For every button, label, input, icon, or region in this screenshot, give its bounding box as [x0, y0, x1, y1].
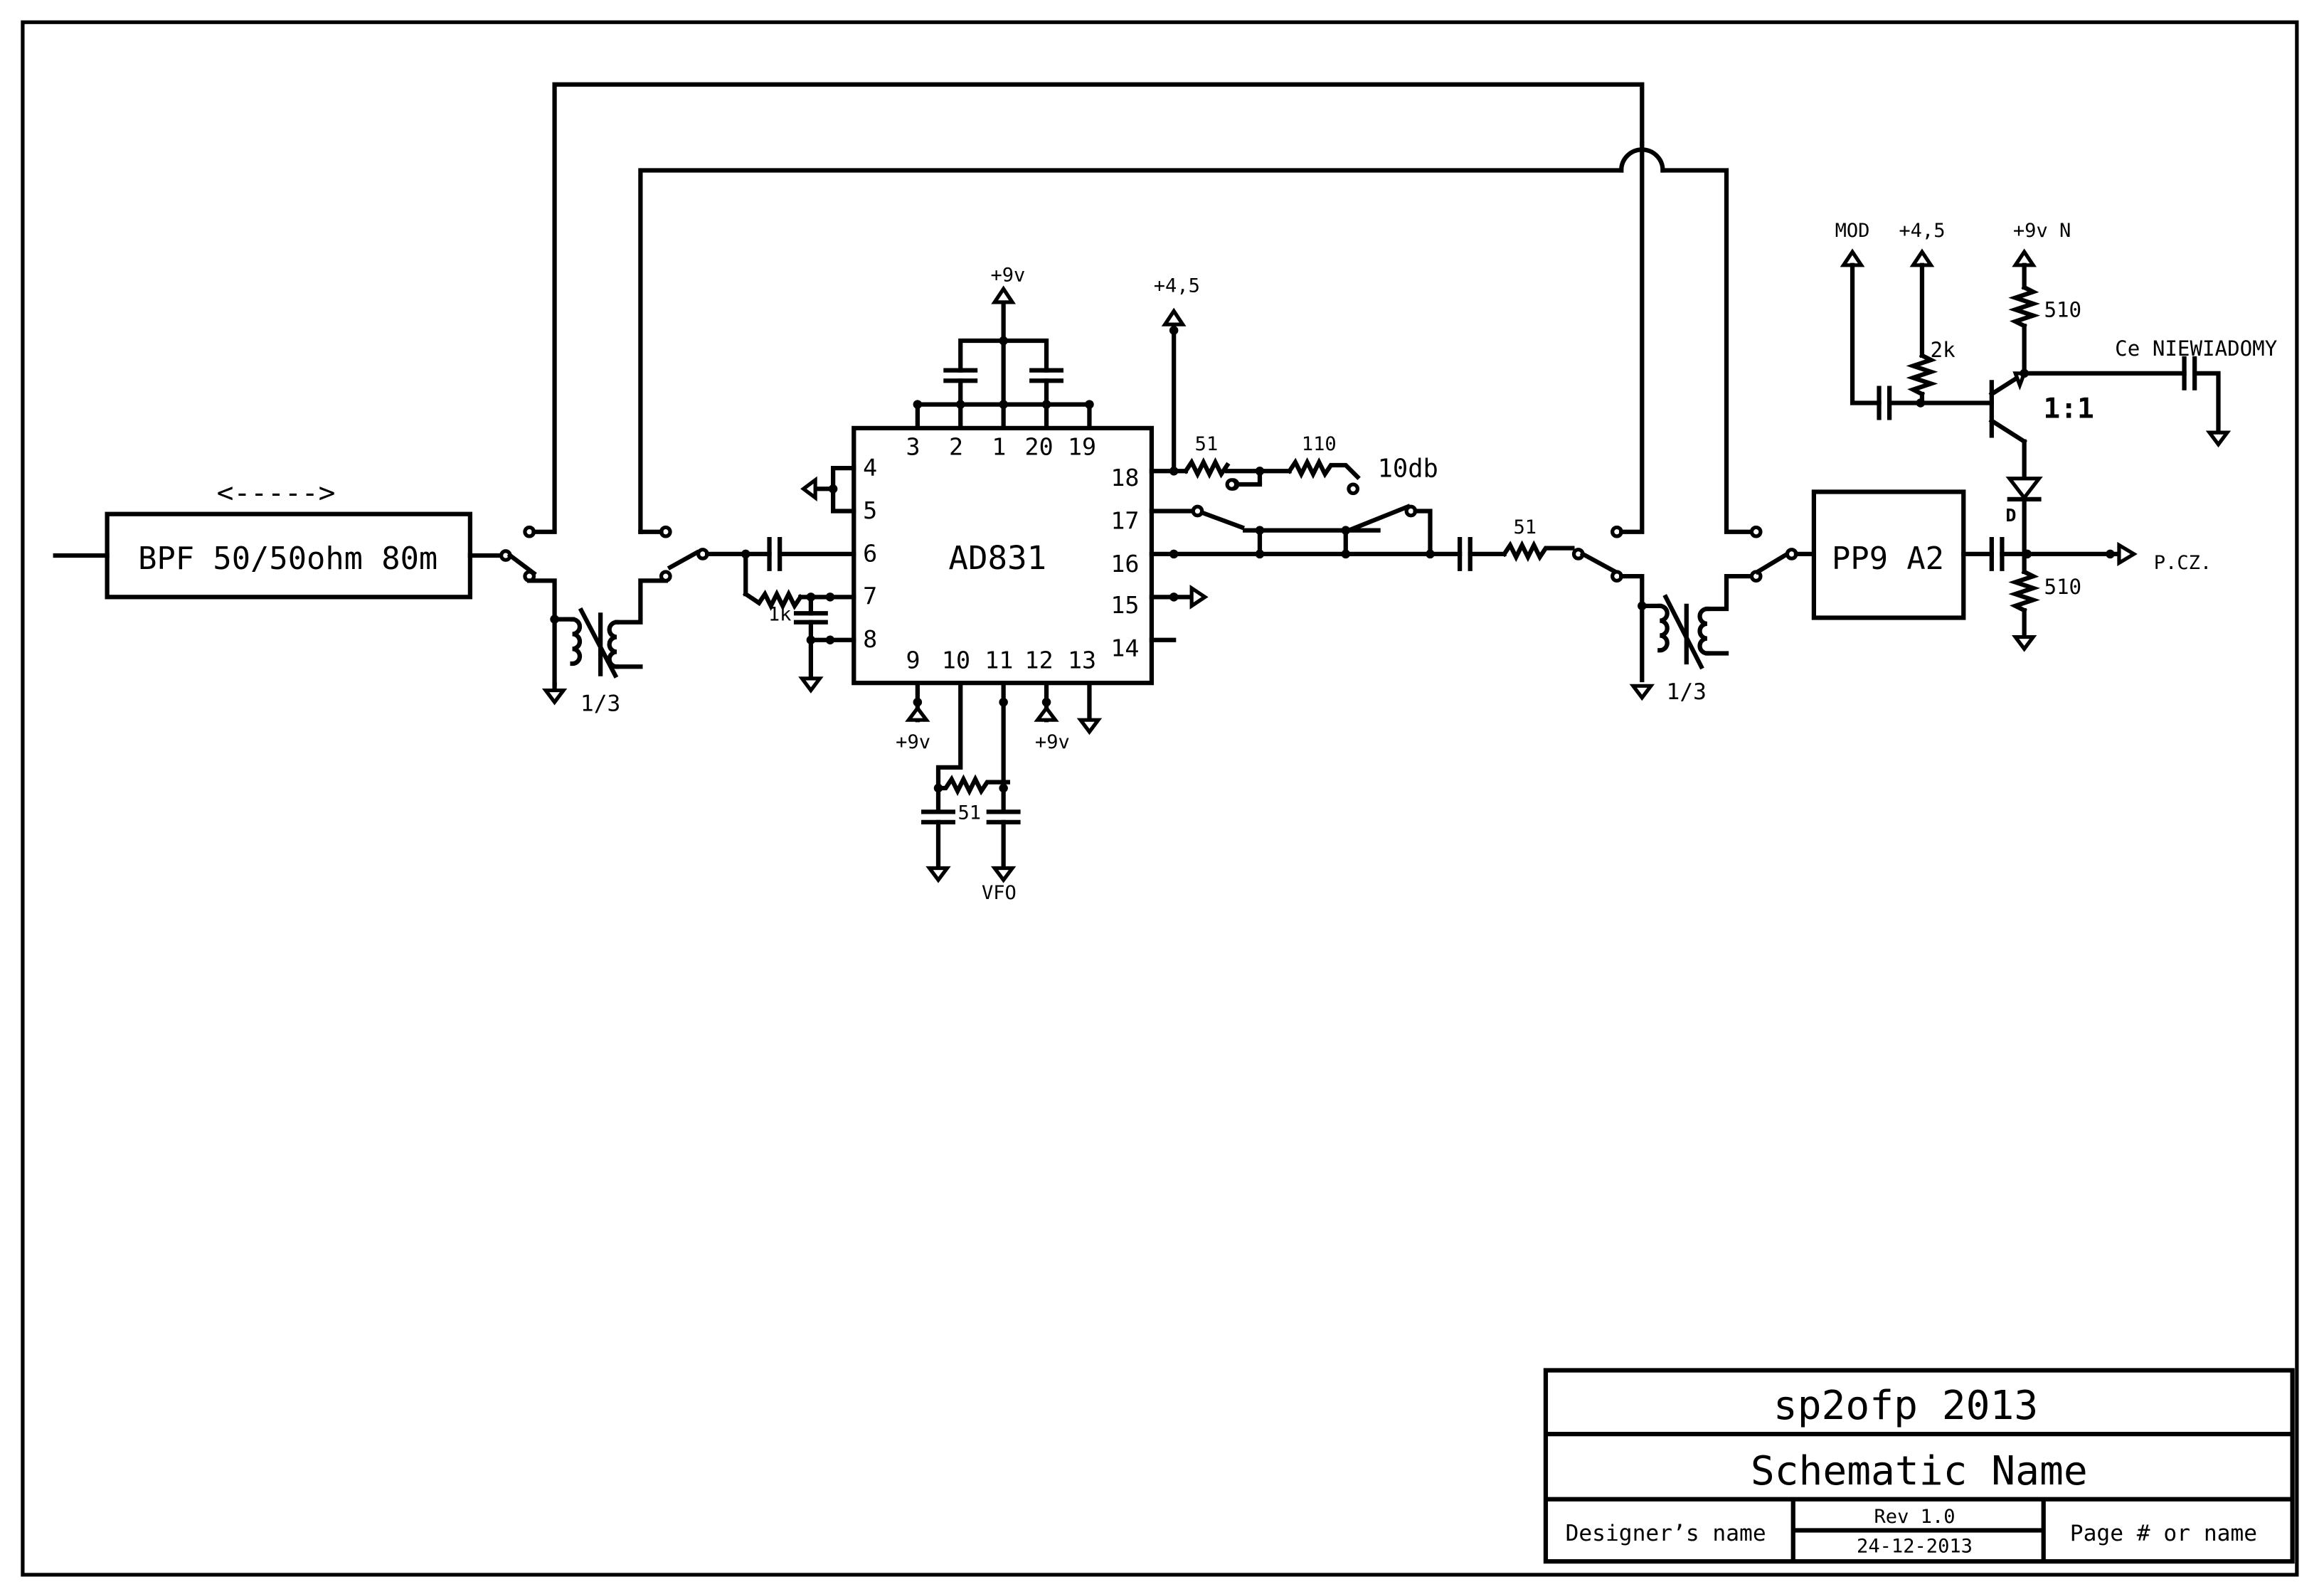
pin-17: 17: [1110, 507, 1139, 535]
vcc-pin9-label: +9v: [896, 731, 930, 753]
pin-20: 20: [1025, 432, 1054, 460]
pin-13: 13: [1068, 646, 1096, 674]
pp9-block: PP9 A2 P.CZ.: [1811, 489, 2212, 620]
r-51-vfo-label: 51: [957, 802, 981, 824]
pcz-label: P.CZ.: [2154, 552, 2212, 574]
atten-10db-label: 10db: [1378, 455, 1438, 484]
r-51-out-label: 51: [1513, 516, 1537, 538]
bpf-label: BPF 50/50ohm 80m: [138, 541, 437, 577]
vfo-label: VFO: [982, 882, 1017, 904]
sheet-border: [21, 20, 2299, 1577]
ic-output-network: +4,5 51 110 10db 51: [1149, 275, 1585, 642]
title-date: 24-12-2013: [1857, 1536, 1973, 1558]
pin-2: 2: [949, 432, 963, 460]
switch-right: 1/3: [1579, 141, 1817, 705]
r-510-top-label: 510: [2044, 298, 2081, 322]
ic-label: AD831: [948, 538, 1046, 577]
vcc-top-label: +9v: [990, 265, 1025, 287]
transformer-left: 1/3: [541, 578, 668, 717]
ratio-label: 1:1: [2043, 392, 2094, 425]
pin-15: 15: [1110, 591, 1139, 619]
title-schematic-name: Schematic Name: [1751, 1448, 2088, 1494]
switch-left-a: [499, 82, 1645, 622]
diode-label: D: [2005, 505, 2016, 526]
pin-6: 6: [863, 539, 877, 567]
ic-top-supply: +9v: [913, 265, 1094, 431]
r-1k-label: 1k: [768, 604, 792, 626]
pin-12: 12: [1025, 646, 1054, 674]
pin-10: 10: [942, 646, 970, 674]
title-author: sp2ofp 2013: [1773, 1383, 2038, 1429]
title-designer: Designer’s name: [1566, 1521, 1766, 1546]
pp9-label: PP9 A2: [1832, 541, 1944, 577]
vcc-n-label: +9v N: [2013, 220, 2071, 242]
r-2k-label: 2k: [1931, 338, 1956, 362]
pin-7: 7: [863, 583, 877, 610]
pin-5: 5: [863, 496, 877, 524]
pin-19: 19: [1068, 432, 1096, 460]
title-rev: Rev 1.0: [1874, 1506, 1955, 1528]
pin-9: 9: [906, 646, 920, 674]
pin-18: 18: [1110, 464, 1139, 492]
vcc-pin12-label: +9v: [1035, 731, 1070, 753]
xfmr-left-ratio: 1/3: [580, 691, 620, 717]
input-network: 1k: [741, 466, 856, 694]
modulator-circuit: MOD +4,5 2k 1:1 +9v N 510 Ce NIEWIADOMY: [1835, 220, 2278, 652]
bpf-block: BPF 50/50ohm 80m <----->: [53, 477, 504, 600]
ic-ad831: AD831 3 2 1 20 19 4 5 6 7 8 18 17 16 15 …: [851, 425, 1155, 686]
r-51-atten-label: 51: [1195, 433, 1219, 455]
mod-label: MOD: [1835, 220, 1870, 242]
xfmr-right-ratio: 1/3: [1667, 679, 1707, 705]
pin-3: 3: [906, 432, 920, 460]
pin-1: 1: [992, 432, 1006, 460]
bpf-arrow-label: <----->: [217, 477, 336, 509]
ic-bottom-wiring: +9v 51 VFO +9v: [896, 681, 1103, 904]
pin-11: 11: [985, 646, 1013, 674]
pin-16: 16: [1110, 550, 1139, 578]
bias-45-label: +4,5: [1154, 275, 1200, 297]
title-block: sp2ofp 2013 Schematic Name Designer’s na…: [1543, 1368, 2295, 1564]
r-110-label: 110: [1302, 433, 1337, 455]
r-510-bot-label: 510: [2044, 575, 2081, 599]
pin-8: 8: [863, 625, 877, 653]
pin-4: 4: [863, 454, 877, 482]
pin-14: 14: [1110, 634, 1139, 662]
title-page: Page # or name: [2070, 1521, 2257, 1546]
ce-label: Ce NIEWIADOMY: [2115, 336, 2278, 361]
bias-45b-label: +4,5: [1899, 220, 1945, 242]
